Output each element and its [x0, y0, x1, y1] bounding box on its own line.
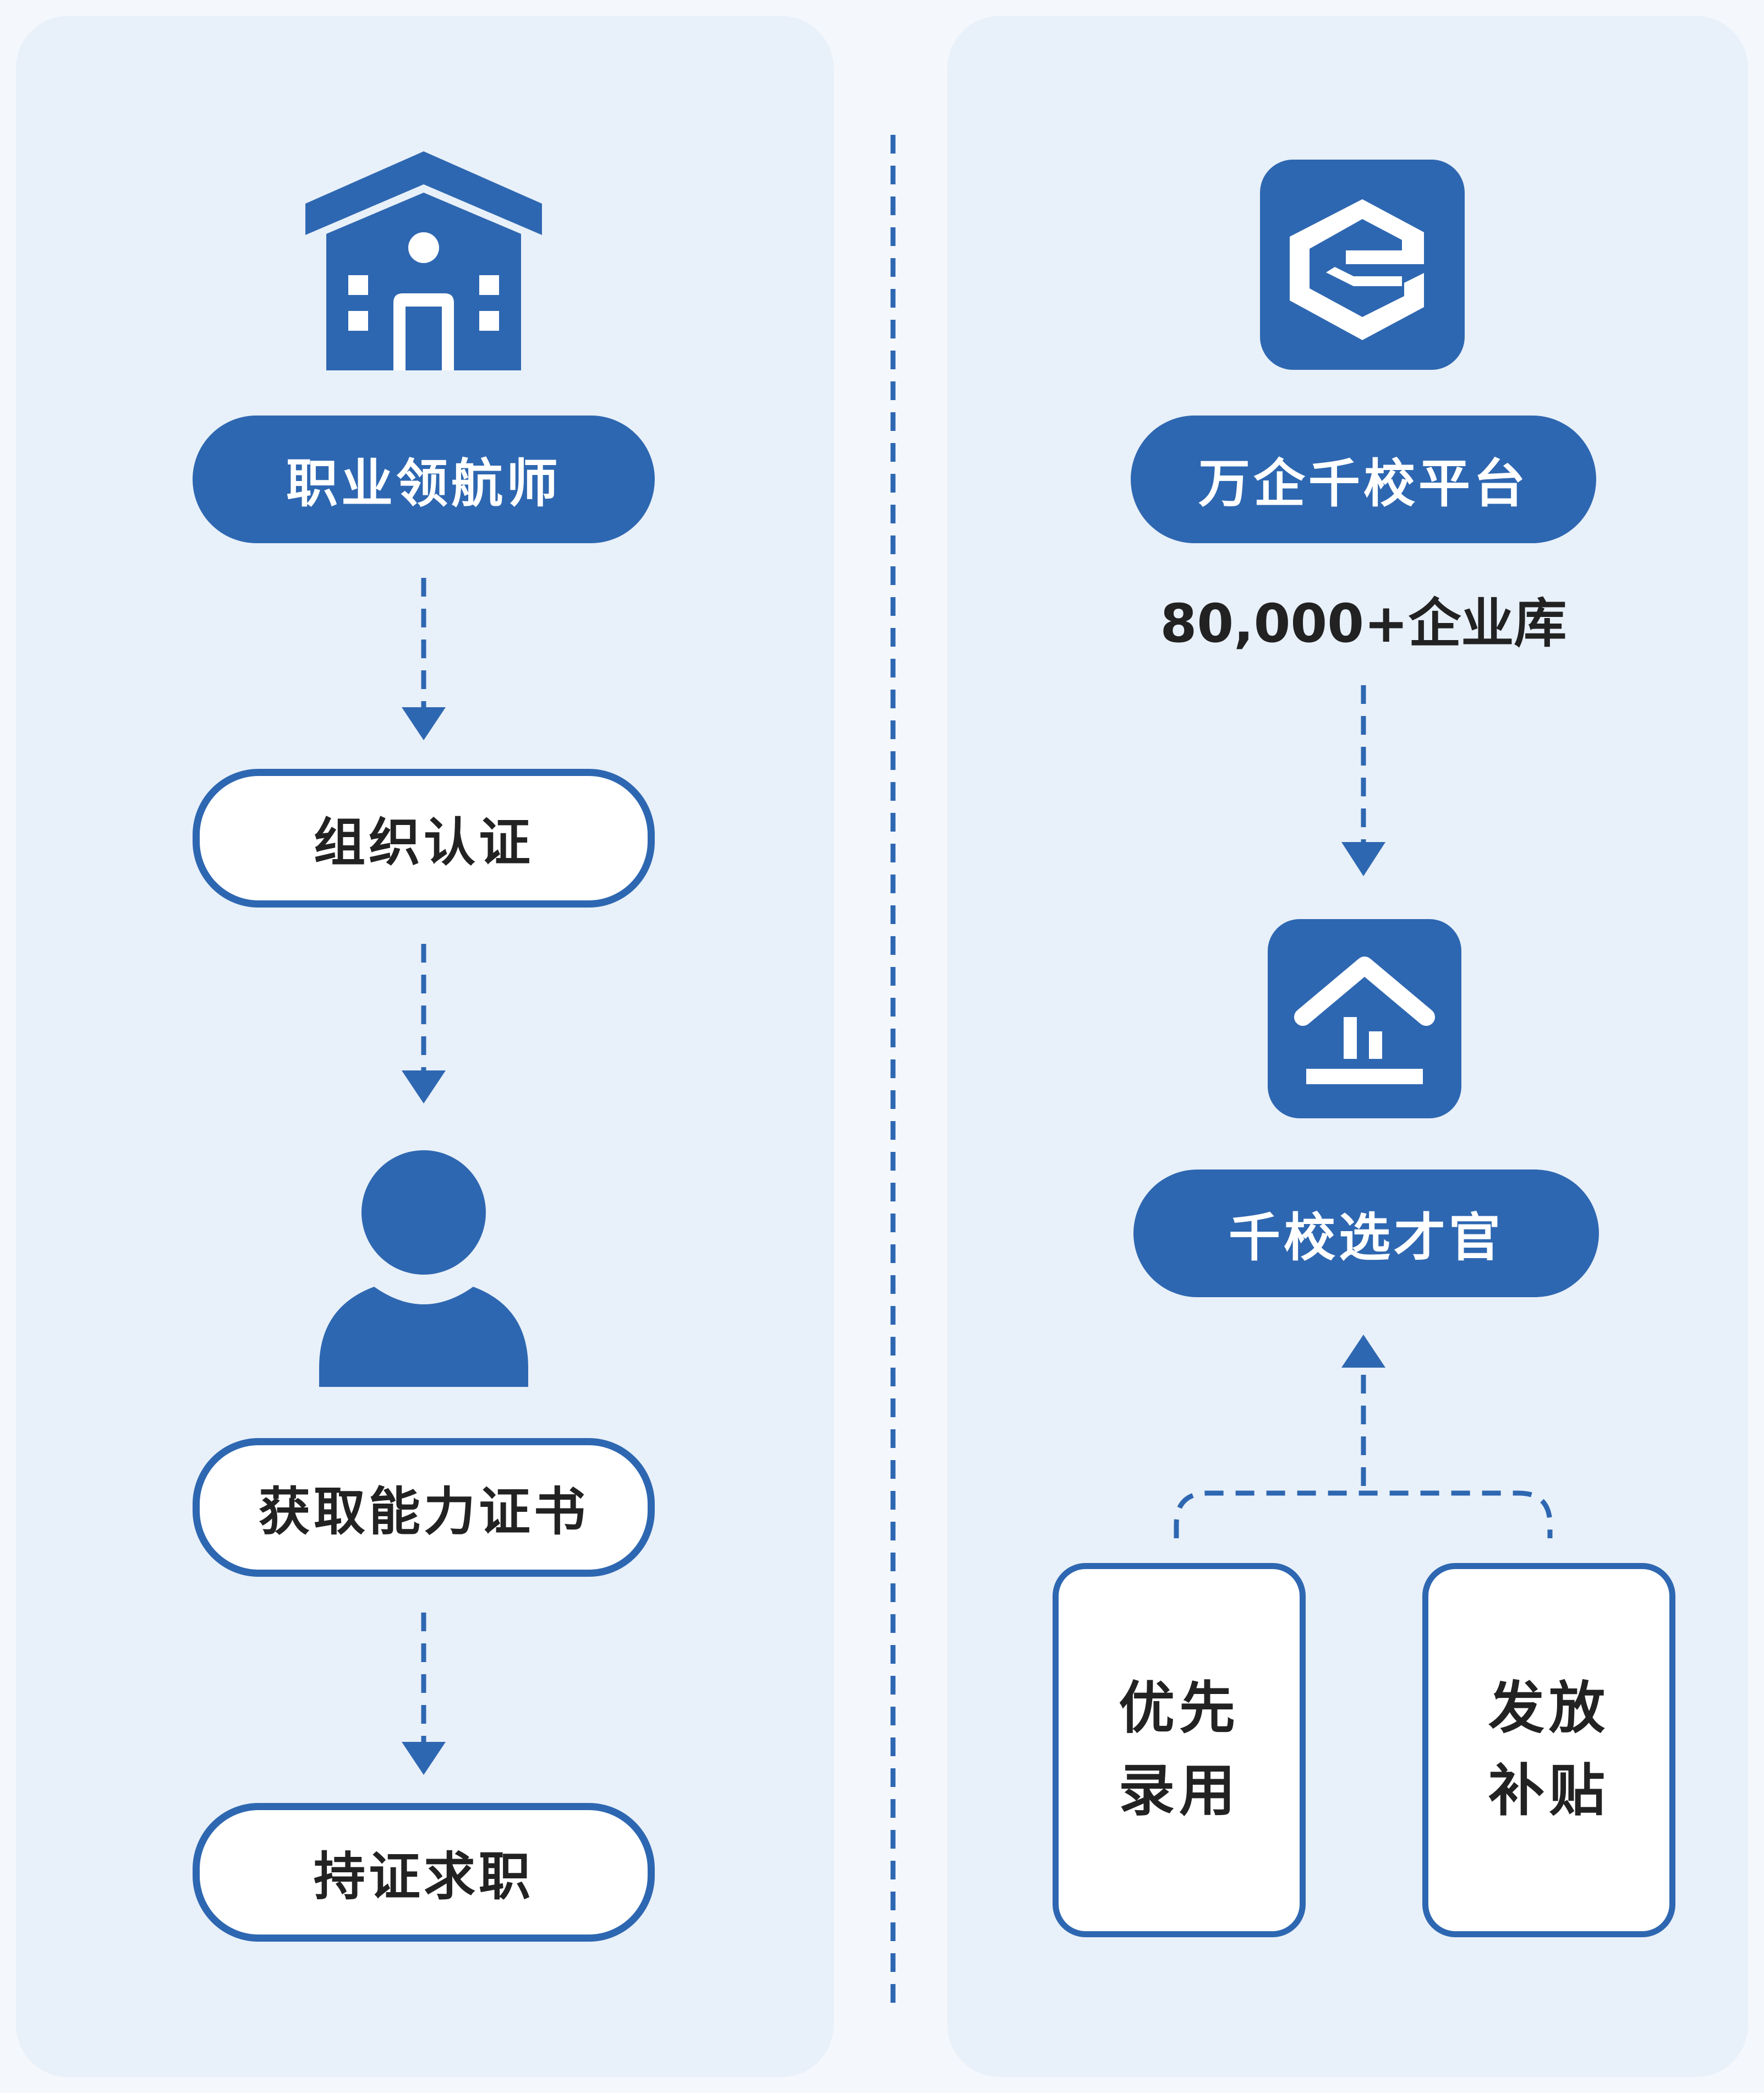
step-platform: 万企千校平台: [1131, 416, 1596, 543]
person-icon: [308, 1147, 539, 1387]
benefit-subsidy-line1: 发放: [1488, 1676, 1609, 1741]
arrow-step3-to-step4: [402, 1613, 446, 1775]
school-roof-icon: [1268, 919, 1461, 1118]
bracket-benefits-to-selector: [1174, 1335, 1553, 1538]
step-career-navigator: 职业领航师: [193, 416, 655, 543]
benefit-priority-hiring-line2: 录用: [1119, 1758, 1240, 1824]
benefit-subsidy: 发放 补贴: [1422, 1563, 1675, 1937]
arrow-step1-to-step2: [402, 578, 446, 740]
benefit-priority-hiring-line1: 优先: [1119, 1676, 1240, 1741]
school-building-icon: [305, 151, 542, 371]
arrow-enterprise-to-roof: [1341, 685, 1385, 876]
platform-logo-icon: [1260, 160, 1465, 370]
step-talent-selector: 千校选才官: [1133, 1170, 1599, 1297]
step-organization-certification: 组织认证: [193, 769, 655, 908]
enterprise-database-count: 80,000+企业库: [1160, 593, 1567, 654]
step-job-hunting-with-certificate: 持证求职: [193, 1803, 655, 1942]
arrow-step2-to-person: [402, 944, 446, 1103]
benefit-subsidy-line2: 补贴: [1488, 1758, 1609, 1824]
step-obtain-certificate: 获取能力证书: [193, 1438, 655, 1577]
benefit-priority-hiring: 优先 录用: [1053, 1563, 1306, 1937]
